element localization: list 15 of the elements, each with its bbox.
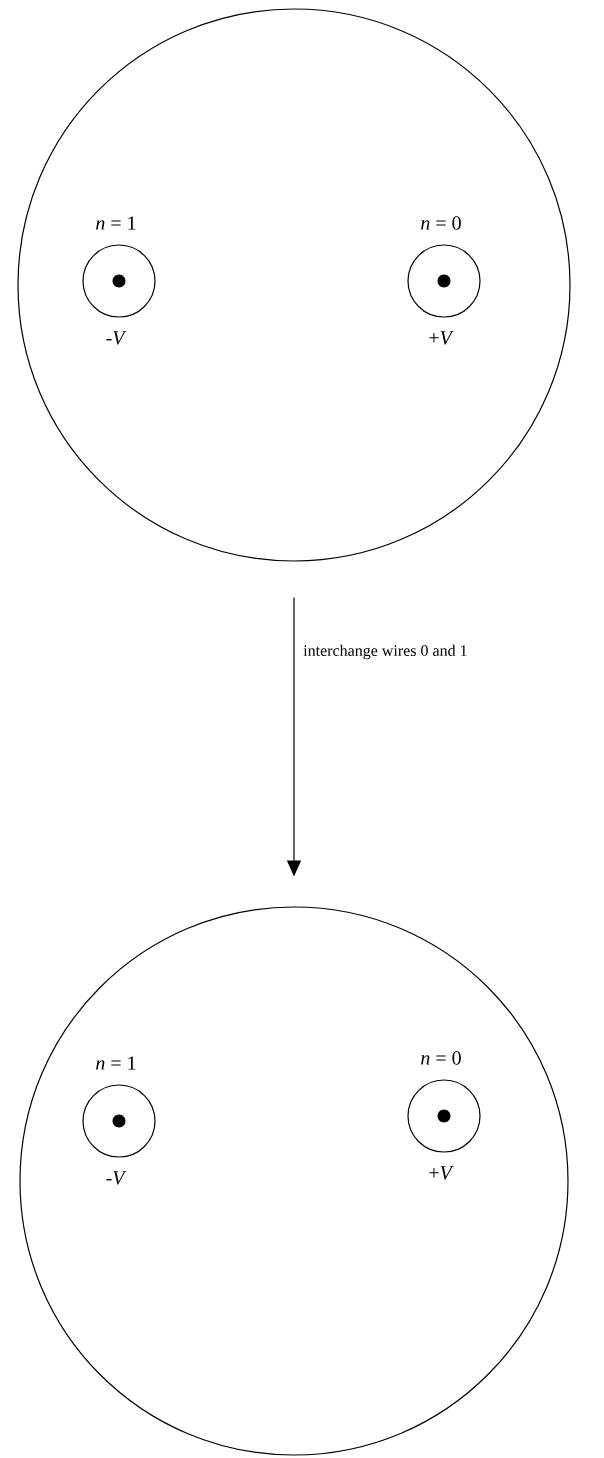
wire-label: +V xyxy=(429,331,454,345)
wire-label: +V xyxy=(429,1166,454,1180)
wire-label: -V xyxy=(106,1171,127,1185)
wire-label: n = 0 xyxy=(421,216,461,230)
wire-label: -V xyxy=(106,331,127,345)
circle-outline xyxy=(19,906,569,1456)
edge-label: interchange wires 0 and 1 xyxy=(303,644,467,660)
wire-label: n = 1 xyxy=(96,216,136,230)
circle-outline xyxy=(17,8,571,562)
wire-symbol xyxy=(407,1079,481,1153)
wire-symbol xyxy=(82,244,156,318)
wire-label: n = 0 xyxy=(421,1051,461,1065)
wire-symbol xyxy=(407,244,481,318)
wire-label: n = 1 xyxy=(96,1056,136,1070)
wire-symbol xyxy=(82,1084,156,1158)
